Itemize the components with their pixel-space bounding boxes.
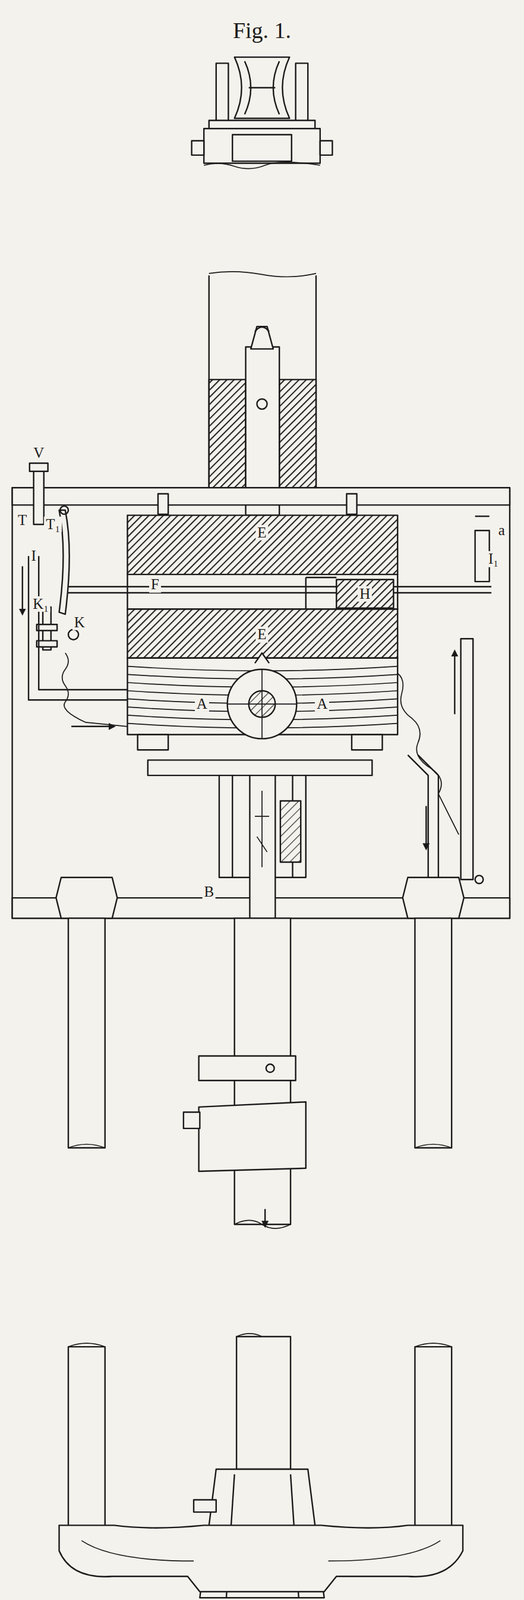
electromagnet-part [227,668,298,739]
pulley-part [232,134,292,162]
shaft-and-legs-part [266,1063,275,1072]
upper-tube-part [209,379,246,488]
pulley-part [244,61,280,115]
upper-tube-part [279,379,317,488]
pulley-part [203,162,321,169]
pipes-and-wires-part [461,638,474,879]
part-letter: K₁ [30,595,51,612]
housing-part [29,462,49,472]
electromagnet-part [127,515,399,575]
pulley-part [320,140,333,156]
shaft-and-legs-part [414,1345,452,1530]
release-mechanism-part [280,800,301,862]
shaft-and-legs-part [68,917,106,1147]
pipes-and-wires-part [407,754,438,887]
pulley [191,57,333,169]
upper-tube-part [250,326,274,349]
shaft-and-legs-part [183,1110,200,1128]
housing-part [346,493,357,514]
bottom-fork-part [193,1498,217,1512]
housing-part [12,487,510,918]
electromagnet-part [61,585,492,587]
bottom-fork-part [81,1539,441,1560]
pipes-and-wires-part [62,652,128,726]
housing-part [33,466,44,524]
shaft-and-legs-part [236,1335,291,1469]
electromagnet [61,515,492,750]
bottom-fork [59,1468,464,1597]
upper-tube-part [256,398,267,409]
shaft-and-legs-part [68,1345,106,1530]
pulley-part [248,86,276,88]
part-letter: A [194,695,210,712]
part-letter: F [149,576,162,592]
part-letter: a [496,522,507,538]
electromagnet-part [254,652,270,663]
part-letter: T₁ [43,516,62,532]
pipes-and-wires-part [21,565,24,612]
pipes-and-wires-part [453,652,456,714]
bottom-fork-part [59,1523,464,1591]
shaft-and-legs [55,876,464,1530]
contact-levers-part [60,505,69,514]
part-letter: T [16,512,29,528]
upper-tube [209,271,317,516]
part-letter: E [255,626,268,642]
upper-tube-part [209,271,317,277]
part-letter: I₁ [486,550,501,567]
contact-levers-part [475,515,490,517]
pipes-and-wires-part [425,805,427,847]
contact-levers-part [36,623,58,630]
shaft-and-legs-part [199,1055,296,1080]
part-letter: I [29,547,38,564]
shaft-and-legs-part [414,917,452,1147]
shaft-and-legs-part [55,876,118,918]
shaft-and-legs-part [68,1342,452,1346]
release-mechanism-part [249,774,276,918]
pipes-and-wires-part [71,725,113,727]
contact-levers [36,505,490,650]
shaft-and-legs-part [264,1207,266,1224]
part-letter: V [31,444,46,461]
release-mechanism-part [254,790,270,867]
electromagnet-part [127,573,399,609]
electromagnet-part [127,608,399,658]
shaft-and-legs-part [234,1219,291,1228]
electromagnet-part [305,576,337,610]
contact-levers-part [68,629,79,640]
part-letter: E [255,524,268,541]
electromagnet-part [137,734,169,750]
part-letter: K [72,614,87,630]
part-letter: A [314,695,330,712]
release-mechanism-part [147,759,373,775]
upper-tube-part [254,326,270,332]
part-letter: B [201,883,216,899]
shaft-and-legs-part [402,876,464,918]
pulley-part [234,57,290,119]
pulley-part [216,62,229,125]
electromagnet-part [227,668,298,739]
release-mechanism-part [231,774,233,877]
shaft-and-legs-part [68,1143,452,1147]
housing-part [158,493,169,514]
pipes-and-wires-part [475,874,484,883]
part-letter: H [357,585,372,602]
pulley-part [191,140,205,156]
release-mechanism [147,759,373,918]
figure-title: Fig. 1. [232,17,292,44]
pulley-part [203,128,321,163]
shaft-and-legs-part [199,1100,306,1171]
electromagnet-part [336,579,394,608]
housing-part [12,487,510,505]
contact-levers-part [36,640,58,647]
pulley-part [295,62,309,125]
pipes-and-wires-part [28,555,128,700]
electromagnet-part [61,591,492,593]
pulley-part [209,120,315,129]
housing [12,462,510,918]
electromagnet-part [351,734,383,750]
